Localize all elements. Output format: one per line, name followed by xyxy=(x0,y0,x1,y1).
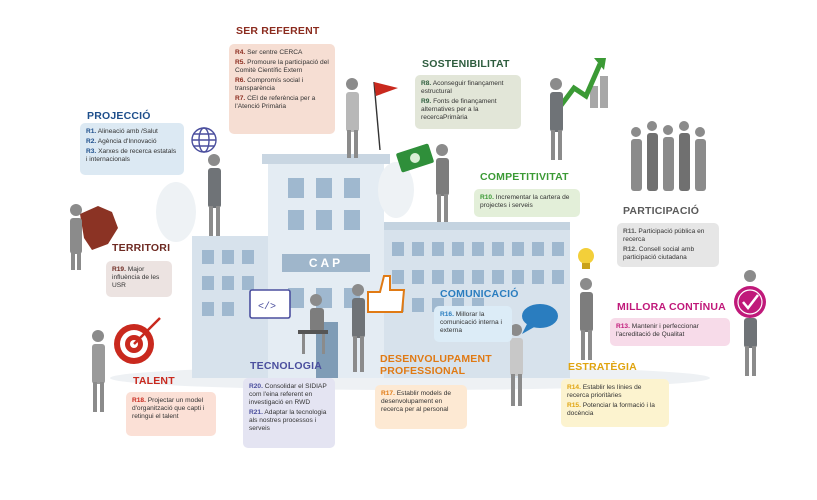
box-comunicacio: R16. Millorar la comunicació interna i e… xyxy=(434,306,512,342)
person-projeccio xyxy=(208,154,221,236)
check-badge-icon xyxy=(734,286,766,318)
box-millora: R13. Mantenir i perfeccionar l'acreditac… xyxy=(610,318,730,346)
item-r8: R8. Aconseguir finançament estructural xyxy=(421,80,504,96)
person-sostenibilitat xyxy=(550,78,563,160)
money-icon xyxy=(396,143,434,173)
heading-competitivitat: COMPETITIVITAT xyxy=(480,171,569,183)
person-competitivitat xyxy=(436,144,449,222)
person-desenvolupament xyxy=(352,284,365,372)
person-territori xyxy=(70,204,82,270)
box-sostenibilitat: R8. Aconseguir finançament estructural R… xyxy=(415,75,521,129)
item-r3: R3. Xarxes de recerca estatals i interna… xyxy=(86,148,177,164)
box-estrategia: R14. Establir les línies de recerca prio… xyxy=(561,379,669,427)
box-tecnologia: R20. Consolidar el SIDIAP com l'eina ref… xyxy=(243,378,335,448)
box-talent: R18. Projectar un model d'organització q… xyxy=(126,392,216,436)
person-tecnologia xyxy=(298,294,328,354)
item-r4: R4. Ser centre CERCA xyxy=(235,49,303,56)
catalonia-map-icon xyxy=(80,206,118,250)
item-r15: R15. Potenciar la formació i la docència xyxy=(567,402,655,418)
item-r11: R11. Participació pública en recerca xyxy=(623,228,705,244)
thumbs-up-icon xyxy=(367,275,406,313)
item-r7: R7. CEI de referència per a l'Atenció Pr… xyxy=(235,95,316,111)
item-r14: R14. Establir les línies de recerca prio… xyxy=(567,384,642,400)
item-r19: R19. Major influència de les USR xyxy=(112,266,160,290)
item-r13: R13. Mantenir i perfeccionar l'acreditac… xyxy=(616,323,699,339)
box-territori: R19. Major influència de les USR xyxy=(106,261,172,297)
heading-ser-referent: SER REFERENT xyxy=(236,25,320,37)
heading-tecnologia: TECNOLOGIA xyxy=(250,360,322,372)
people-group-participacio xyxy=(631,121,706,191)
heading-talent: TALENT xyxy=(133,375,175,387)
heading-territori: TERRITORI xyxy=(112,242,171,254)
heading-estrategia: ESTRATÈGIA xyxy=(568,361,637,373)
heading-millora: MILLORA CONTÍNUA xyxy=(617,301,726,313)
box-ser-referent: R4. Ser centre CERCA R5. Promoure la par… xyxy=(229,44,335,134)
heading-sostenibilitat: SOSTENIBILITAT xyxy=(422,58,510,70)
cap-sign: CAP xyxy=(309,256,343,270)
heading-projeccio: PROJECCIÓ xyxy=(87,110,151,122)
item-r18: R18. Projectar un model d'organització q… xyxy=(132,397,205,421)
light-bulb-icon xyxy=(578,248,594,269)
item-r9: R9. Fonts de finançament alternatives pe… xyxy=(421,98,497,122)
item-r6: R6. Compromís social i transparència xyxy=(235,77,304,93)
item-r10: R10. Incrementar la cartera de projectes… xyxy=(480,194,570,210)
item-r20: R20. Consolidar el SIDIAP com l'eina ref… xyxy=(249,383,327,407)
code-window-icon: </> xyxy=(249,289,291,319)
item-r17: R17. Establir models de desenvolupament … xyxy=(381,390,452,414)
person-ser-referent xyxy=(346,78,359,158)
building-sign-band xyxy=(282,254,370,272)
heading-desenvolupament: DESENVOLUPAMENT PROFESSIONAL xyxy=(380,353,492,378)
item-r2: R2. Agència d'Innovació xyxy=(86,138,157,146)
speech-bubble-icon xyxy=(522,304,558,334)
item-r1: R1. Alineació amb /Salut xyxy=(86,128,158,135)
globe-icon xyxy=(191,127,217,153)
box-desenvolupament: R17. Establir models de desenvolupament … xyxy=(375,385,467,429)
heading-comunicacio: COMUNICACIÓ xyxy=(440,288,519,300)
box-competitivitat: R10. Incrementar la cartera de projectes… xyxy=(474,189,580,217)
person-estrategia xyxy=(580,278,593,360)
box-projeccio: R1. Alineació amb /Salut R2. Agència d'I… xyxy=(80,123,184,175)
item-r21: R21. Adaptar la tecnologia als nostres p… xyxy=(249,409,327,433)
growth-chart-icon xyxy=(554,58,608,114)
svg-text:</>: </> xyxy=(258,301,276,313)
person-comunicacio xyxy=(510,324,523,406)
item-r5: R5. Promoure la participació del Comitè … xyxy=(235,59,329,75)
target-icon xyxy=(114,317,161,364)
flag-icon xyxy=(373,81,398,151)
item-r12: R12. Consell social amb participació ciu… xyxy=(623,246,695,262)
person-talent xyxy=(92,330,105,412)
person-millora xyxy=(744,270,757,376)
heading-participacio: PARTICIPACIÓ xyxy=(623,205,700,217)
item-r16: R16. Millorar la comunicació interna i e… xyxy=(440,311,502,335)
box-participacio: R11. Participació pública en recerca R12… xyxy=(617,223,719,267)
